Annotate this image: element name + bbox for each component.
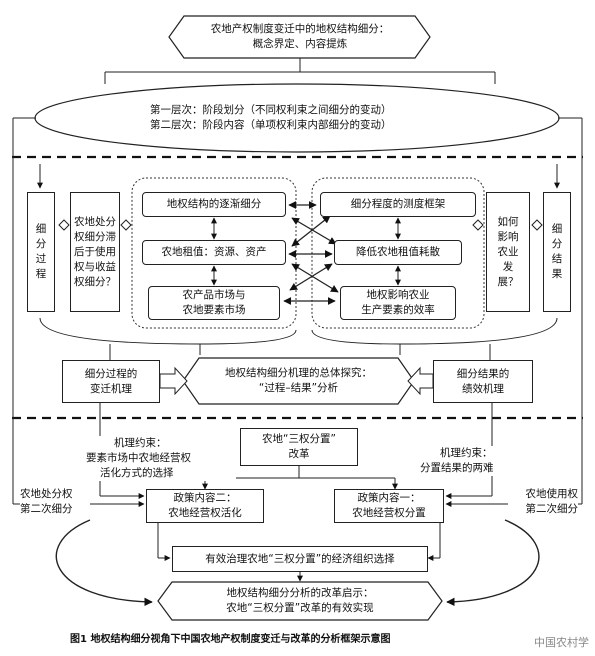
policy-1-box: 政策内容一： 农地经营权分置: [334, 489, 444, 523]
mechanism-center-line2: “过程–结果”分析: [258, 382, 339, 394]
insight-text: 地权结构细分分析的改革启示： 农地“三权分置”改革的有效实现: [172, 586, 428, 616]
right-cluster-item-2-text: 降低农地租值耗散: [356, 246, 440, 258]
right-question-box: 如何影响农业发展？: [486, 192, 530, 312]
mechanism-left-line1: 细分过程的: [84, 367, 138, 380]
diamond-connector: [531, 219, 543, 231]
insight-line2: 农地“三权分置”改革的有效实现: [226, 602, 374, 614]
bracket-line: [39, 317, 201, 355]
reform-line1: 农地“三权分置”: [262, 433, 336, 445]
constraint-right: 机理约束： 分置结果的两难: [420, 446, 535, 476]
left-cluster-outline: [131, 177, 297, 329]
policy-2-line1: 政策内容二：: [173, 492, 237, 504]
mechanism-center-line1: 地权结构细分机理的总体探究：: [225, 367, 372, 379]
right-cluster-item-3-line1: 地权影响农业: [366, 289, 430, 301]
governance-text: 有效治理农地“三权分置”的经济组织选择: [205, 552, 395, 565]
side-right-label: 农地使用权 第二次细分: [508, 487, 578, 517]
left-cluster-item-1-text: 地权结构的逐渐细分: [166, 198, 262, 210]
left-cluster-item-2-text: 农地租值：资源、资产: [161, 246, 267, 258]
double-arrow: [289, 263, 333, 291]
left-question-text: 农地处分权细分滞后于使用权与收益权细分？: [74, 215, 116, 288]
left-cluster-item-3-line2: 农地要素市场: [182, 304, 246, 316]
policy-2-line2: 农地经营权活化: [168, 507, 242, 519]
right-cluster-item-3-line2: 生产要素的效率: [361, 304, 435, 316]
policy-1-line2: 农地经营权分置: [352, 507, 426, 519]
constraint-left-line1: 机理约束：: [114, 437, 167, 449]
right-side-label: 细分结果: [551, 223, 563, 280]
policy-2-box: 政策内容二： 农地经营权活化: [146, 489, 264, 523]
right-cluster-item-3: 地权影响农业 生产要素的效率: [340, 286, 456, 320]
constraint-right-line2: 分置结果的两难: [420, 462, 494, 474]
levels-line1: 第一层次：阶段划分（不同权利束之间细分的变动）: [150, 104, 392, 116]
reform-line2: 改革: [288, 448, 310, 460]
block-arrow-left: [407, 366, 434, 396]
right-side-box: 细分结果: [543, 192, 571, 312]
levels-line2: 第二层次：阶段内容（单项权利束内部细分的变动）: [150, 119, 392, 131]
side-right-line1: 农地使用权: [525, 488, 579, 500]
double-arrow: [291, 263, 339, 293]
diamond-connector: [58, 219, 70, 231]
bracket-line: [399, 317, 558, 355]
side-right-line2: 第二次细分: [525, 503, 579, 515]
left-side-box: 细分过程: [27, 192, 55, 312]
reform-box: 农地“三权分置” 改革: [240, 428, 358, 466]
constraint-left-line2: 要素市场中农地经营权: [86, 452, 191, 464]
title-line2: 概念界定、内容提炼: [252, 38, 348, 50]
levels-text: 第一层次：阶段划分（不同权利束之间细分的变动） 第二层次：阶段内容（单项权利束内…: [150, 103, 450, 133]
diamond-connector: [472, 219, 484, 231]
bracket-line: [199, 329, 297, 345]
watermark: 中国农村学: [534, 636, 589, 649]
left-cluster-item-1: 地权结构的逐渐细分: [142, 192, 286, 217]
title-text: 农地产权制度变迁中的地权结构细分： 概念界定、内容提炼: [184, 22, 416, 52]
right-cluster-item-2: 降低农地租值耗散: [334, 240, 462, 265]
right-question-text: 如何影响农业发展？: [497, 215, 519, 288]
mechanism-left-box: 细分过程的 变迁机理: [62, 360, 160, 403]
left-side-label: 细分过程: [35, 223, 47, 280]
mechanism-right-box: 细分结果的 绩效机理: [433, 360, 533, 403]
curved-arrow: [446, 519, 540, 607]
mechanism-right-line1: 细分结果的: [456, 367, 510, 380]
right-cluster-item-1: 细分程度的测度框架: [320, 192, 476, 217]
block-arrow-right: [159, 366, 188, 396]
constraint-right-line1: 机理约束：: [440, 447, 493, 459]
mechanism-center-text: 地权结构细分机理的总体探究： “过程–结果”分析: [199, 366, 398, 396]
left-cluster-item-3-line1: 农产品市场与: [182, 289, 246, 301]
curved-arrow: [55, 519, 153, 607]
diamond-connector: [120, 219, 132, 231]
double-arrow: [291, 215, 331, 247]
policy-1-line1: 政策内容一：: [357, 492, 421, 504]
left-question-box: 农地处分权细分滞后于使用权与收益权细分？: [70, 192, 120, 312]
mechanism-left-line2: 变迁机理: [90, 382, 132, 395]
bracket-line: [311, 329, 401, 345]
title-hexagon: [168, 15, 431, 59]
constraint-left: 机理约束： 要素市场中农地经营权 活化方式的选择: [86, 436, 236, 481]
left-cluster-item-2: 农地租值：资源、资产: [142, 240, 286, 265]
title-line1: 农地产权制度变迁中的地权结构细分：: [210, 23, 390, 35]
left-cluster-item-3: 农产品市场与 农地要素市场: [148, 286, 280, 320]
constraint-left-line3: 活化方式的选择: [100, 467, 174, 479]
insight-line1: 地权结构细分分析的改革启示：: [226, 587, 374, 599]
side-left-label: 农地处分权 第二次细分: [20, 487, 90, 517]
side-left-line1: 农地处分权: [20, 488, 73, 500]
mechanism-right-line2: 绩效机理: [462, 382, 504, 395]
figure-caption: 图1 地权结构细分视角下中国农地产权制度变迁与改革的分析框架示意图: [70, 634, 391, 645]
side-left-line2: 第二次细分: [20, 503, 73, 515]
governance-box: 有效治理农地“三权分置”的经济组织选择: [172, 546, 428, 572]
right-cluster-item-1-text: 细分程度的测度框架: [350, 198, 446, 210]
insight-hexagon: [157, 581, 443, 621]
